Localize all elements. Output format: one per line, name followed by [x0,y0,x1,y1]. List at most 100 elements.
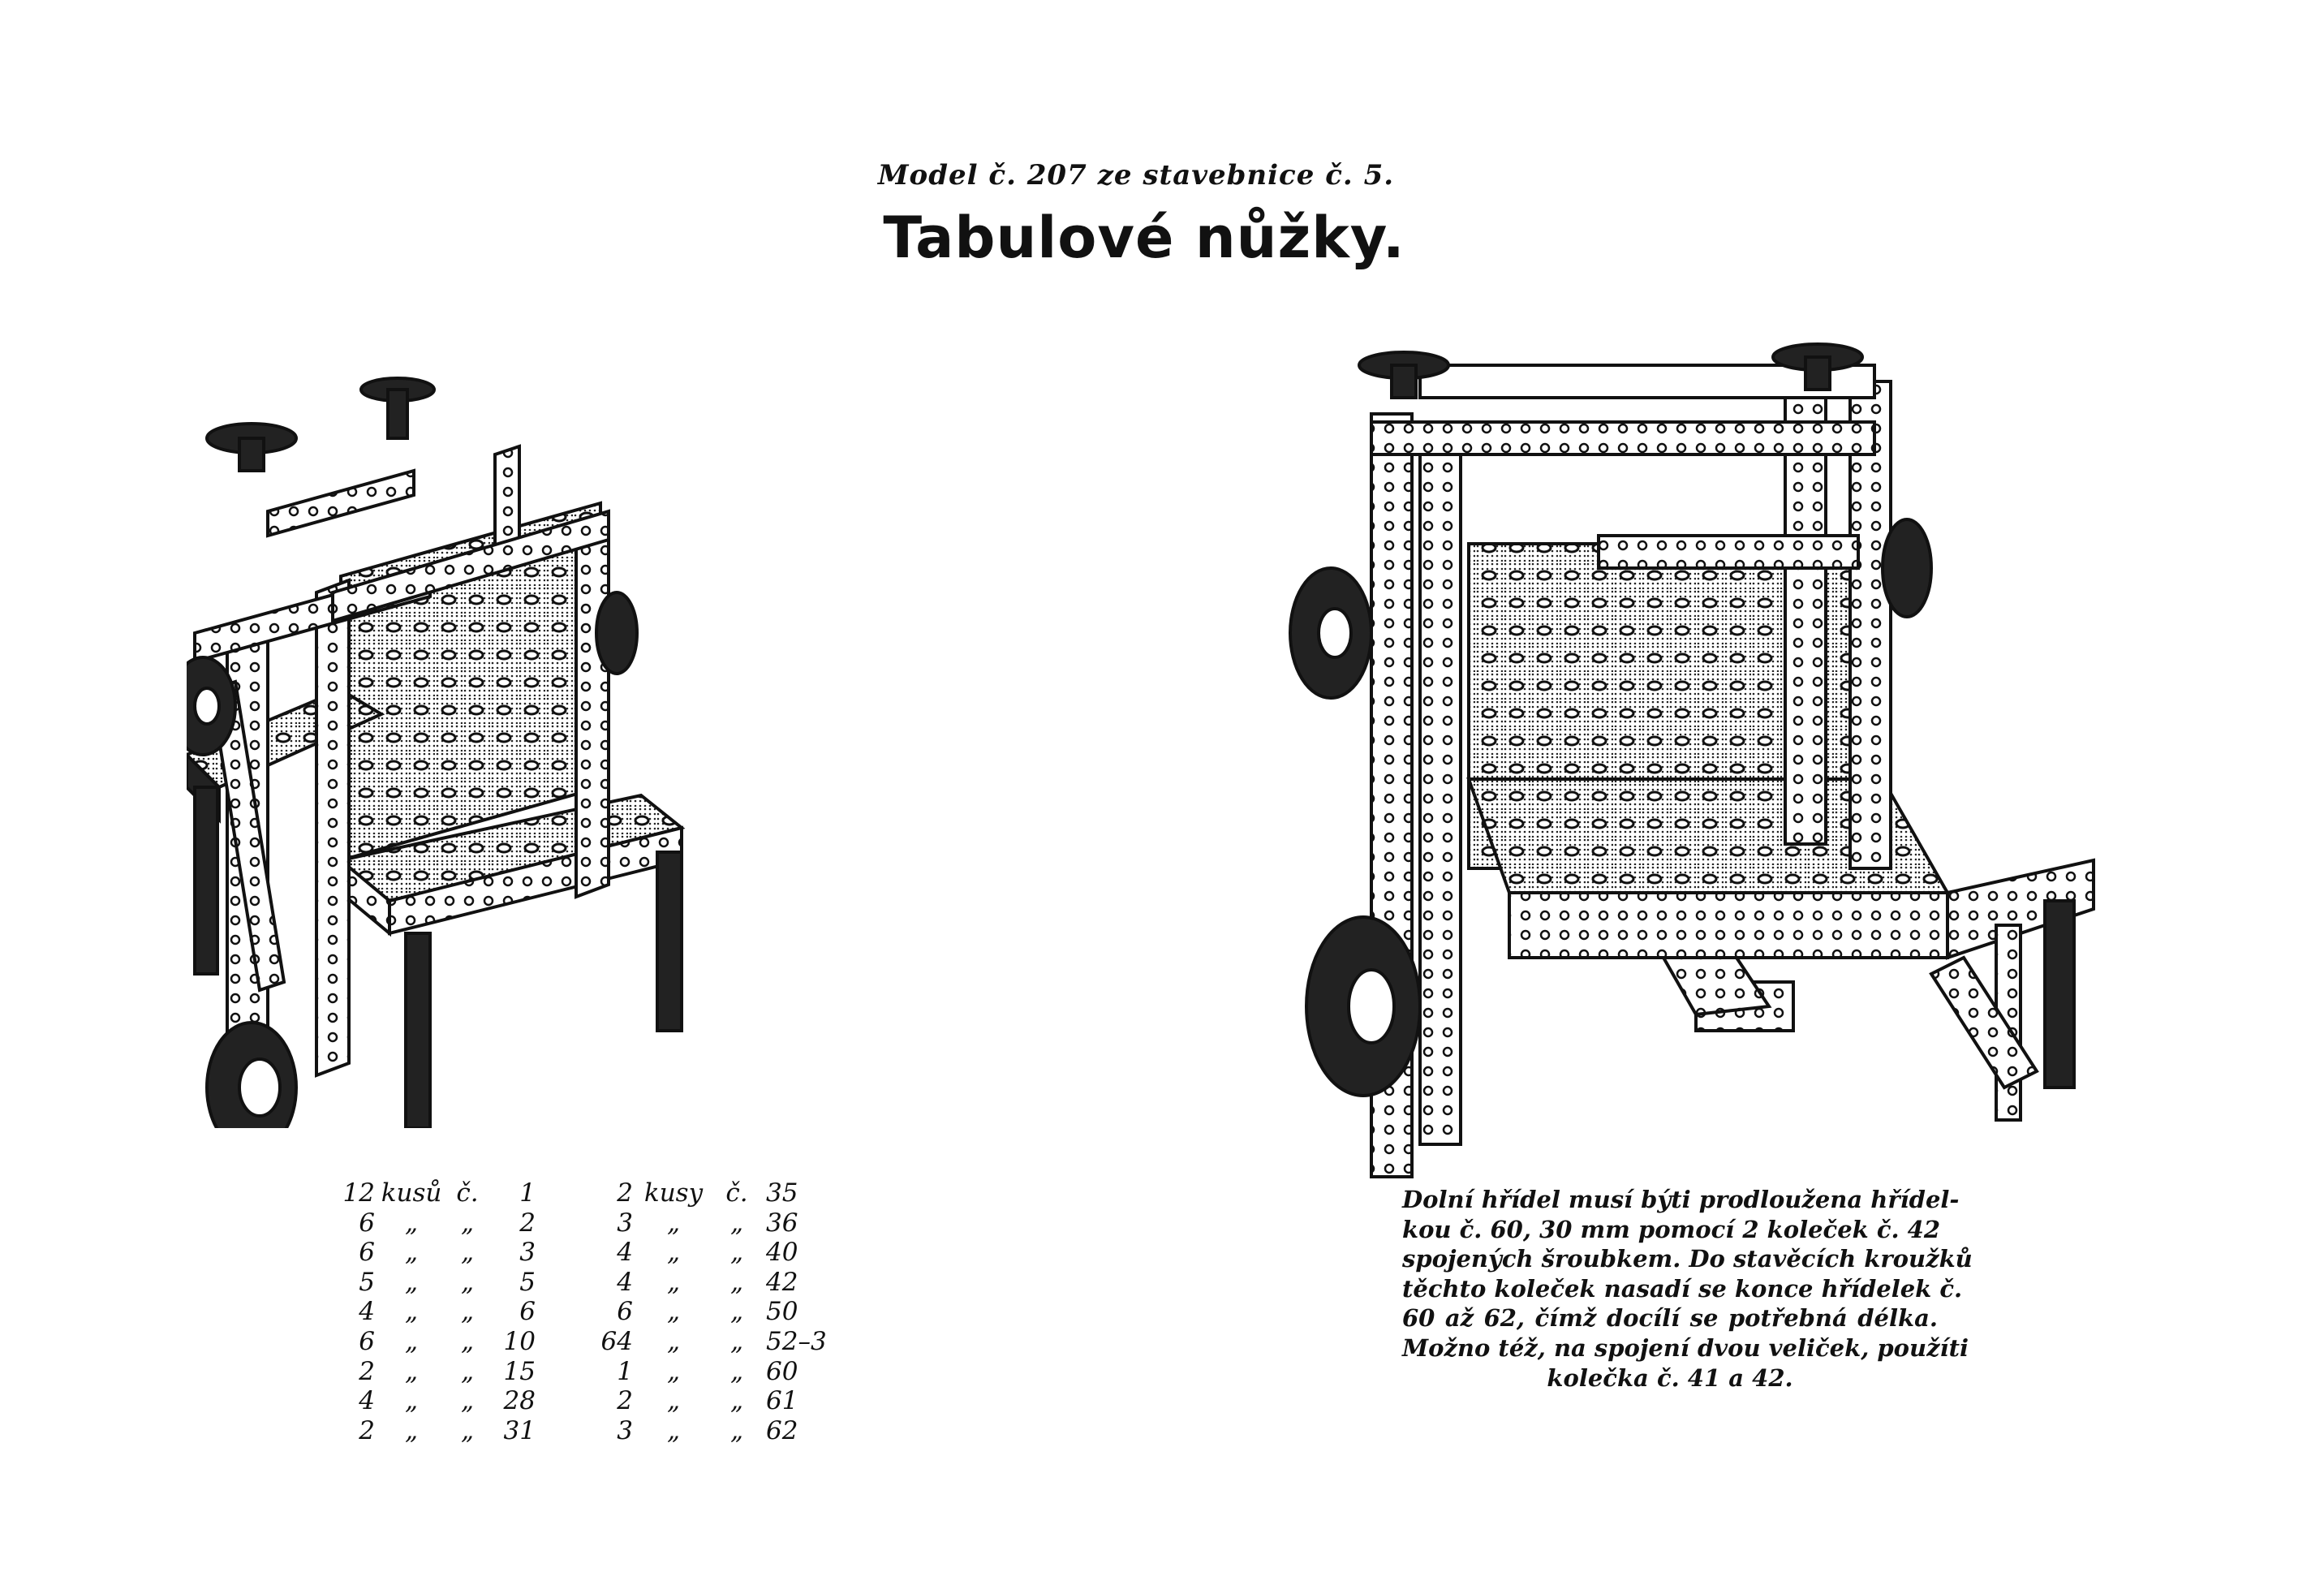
parts-row: 6 „ „ 50 [568,1297,863,1327]
parts-row: 6 „ „ 3 [325,1238,536,1268]
part-unit: „ [666,1297,681,1327]
part-qty: 2 [617,1178,633,1208]
part-number: 60 [766,1356,798,1386]
pulley-wheels [187,377,639,1128]
part-unit: „ [666,1356,681,1386]
part-number: 10 [503,1326,536,1356]
note-line: kolečka č. 41 a 42. [1547,1363,1793,1392]
part-unit: „ [666,1326,681,1356]
parts-row: 1 „ „ 60 [568,1357,863,1387]
part-unit: „ [404,1415,419,1445]
part-number: 31 [503,1415,536,1445]
part-qty: 4 [359,1386,375,1416]
part-number: 61 [766,1386,798,1416]
parts-row: 2 „ „ 15 [325,1357,536,1387]
part-mark: „ [729,1297,744,1327]
part-qty: 2 [359,1356,375,1386]
part-qty: 2 [359,1415,375,1445]
part-number: 5 [519,1267,536,1297]
part-unit: „ [404,1238,419,1268]
part-qty: 6 [359,1238,375,1268]
parts-row: 4„„28 [325,1386,536,1416]
parts-row: 2„„61 [568,1386,863,1416]
part-number: 3 [519,1238,536,1268]
part-number: 2 [519,1208,536,1238]
part-unit: „ [404,1386,419,1416]
pulley-wheels [1289,342,1933,1097]
note-line: spojených šroubkem. Do stavěcích kroužků [1402,1245,1973,1273]
part-qty: 4 [359,1297,375,1327]
part-mark: „ [460,1386,475,1416]
part-unit: kusy [643,1178,704,1208]
part-number: 40 [766,1238,798,1268]
note-line: kou č. 60, 30 mm pomocí 2 koleček č. 42 [1402,1215,1941,1243]
part-unit: „ [666,1267,681,1297]
part-mark: „ [460,1356,475,1386]
part-unit: „ [666,1208,681,1238]
part-mark: „ [460,1238,475,1268]
part-qty: 6 [617,1297,633,1327]
part-number: 50 [766,1297,798,1327]
part-mark: „ [729,1238,744,1268]
part-number: 6 [519,1297,536,1327]
part-mark: „ [729,1356,744,1386]
parts-row: 3 „ „ 62 [568,1416,863,1446]
part-unit: „ [666,1415,681,1445]
part-mark: „ [460,1208,475,1238]
part-unit: „ [404,1267,419,1297]
parts-row: 4„„6 [325,1297,536,1327]
note-line: těchto koleček nasadí se konce hřídelek … [1402,1274,1963,1303]
part-qty: 3 [617,1415,633,1445]
model-subtitle: Model č. 207 ze stavebnice č. 5. [877,159,1395,192]
part-unit: „ [404,1326,419,1356]
part-qty: 4 [617,1267,633,1297]
part-mark: „ [729,1267,744,1297]
part-unit: „ [404,1356,419,1386]
part-qty: 12 [342,1178,375,1208]
note-line: 60 až 62, čímž docílí se potřebná délka. [1402,1304,1938,1333]
parts-row: 5 „ „ 5 [325,1268,536,1298]
parts-row: 3 „ „ 36 [568,1208,863,1238]
part-qty: 64 [600,1326,633,1356]
part-number: 52–3 [766,1326,827,1356]
assembly-note: Dolní hřídel musí býti prodloužena hříde… [1402,1185,1973,1393]
part-unit: „ [404,1208,419,1238]
page-title: Tabulové nůžky. [883,205,1405,271]
part-qty: 3 [617,1208,633,1238]
part-unit: kusů [381,1178,442,1208]
part-number: 62 [766,1415,798,1445]
parts-row: 2 kusy č. 35 [568,1178,863,1208]
part-unit: „ [404,1297,419,1327]
part-number: 15 [503,1356,536,1386]
part-mark: č. [456,1178,479,1208]
part-mark: „ [460,1415,475,1445]
part-mark: „ [460,1326,475,1356]
part-qty: 4 [617,1238,633,1268]
part-mark: č. [725,1178,748,1208]
note-line: Dolní hřídel musí býti prodloužena hříde… [1402,1186,1960,1213]
part-mark: „ [729,1326,744,1356]
parts-row: 6 „ „ 10 [325,1327,536,1357]
part-number: 36 [766,1208,798,1238]
part-number: 42 [766,1267,798,1297]
note-line: Možno též, na spojení dvou veliček, použ… [1402,1333,1969,1362]
part-qty: 5 [359,1267,375,1297]
parts-row: 4 „ „ 40 [568,1238,863,1268]
part-mark: „ [460,1267,475,1297]
model-illustration-left [187,377,686,1128]
part-mark: „ [729,1208,744,1238]
part-qty: 6 [359,1208,375,1238]
model-illustration-right [1289,342,2095,1178]
part-unit: „ [666,1238,681,1268]
parts-row: 2 „ „ 31 [325,1416,536,1446]
part-unit: „ [666,1386,681,1416]
part-qty: 1 [617,1356,633,1386]
part-number: 35 [766,1178,798,1208]
part-qty: 6 [359,1326,375,1356]
part-mark: „ [729,1415,744,1445]
parts-row: 64 „ „ 52–3 [568,1327,863,1357]
parts-row: 6 „ „ 2 [325,1208,536,1238]
